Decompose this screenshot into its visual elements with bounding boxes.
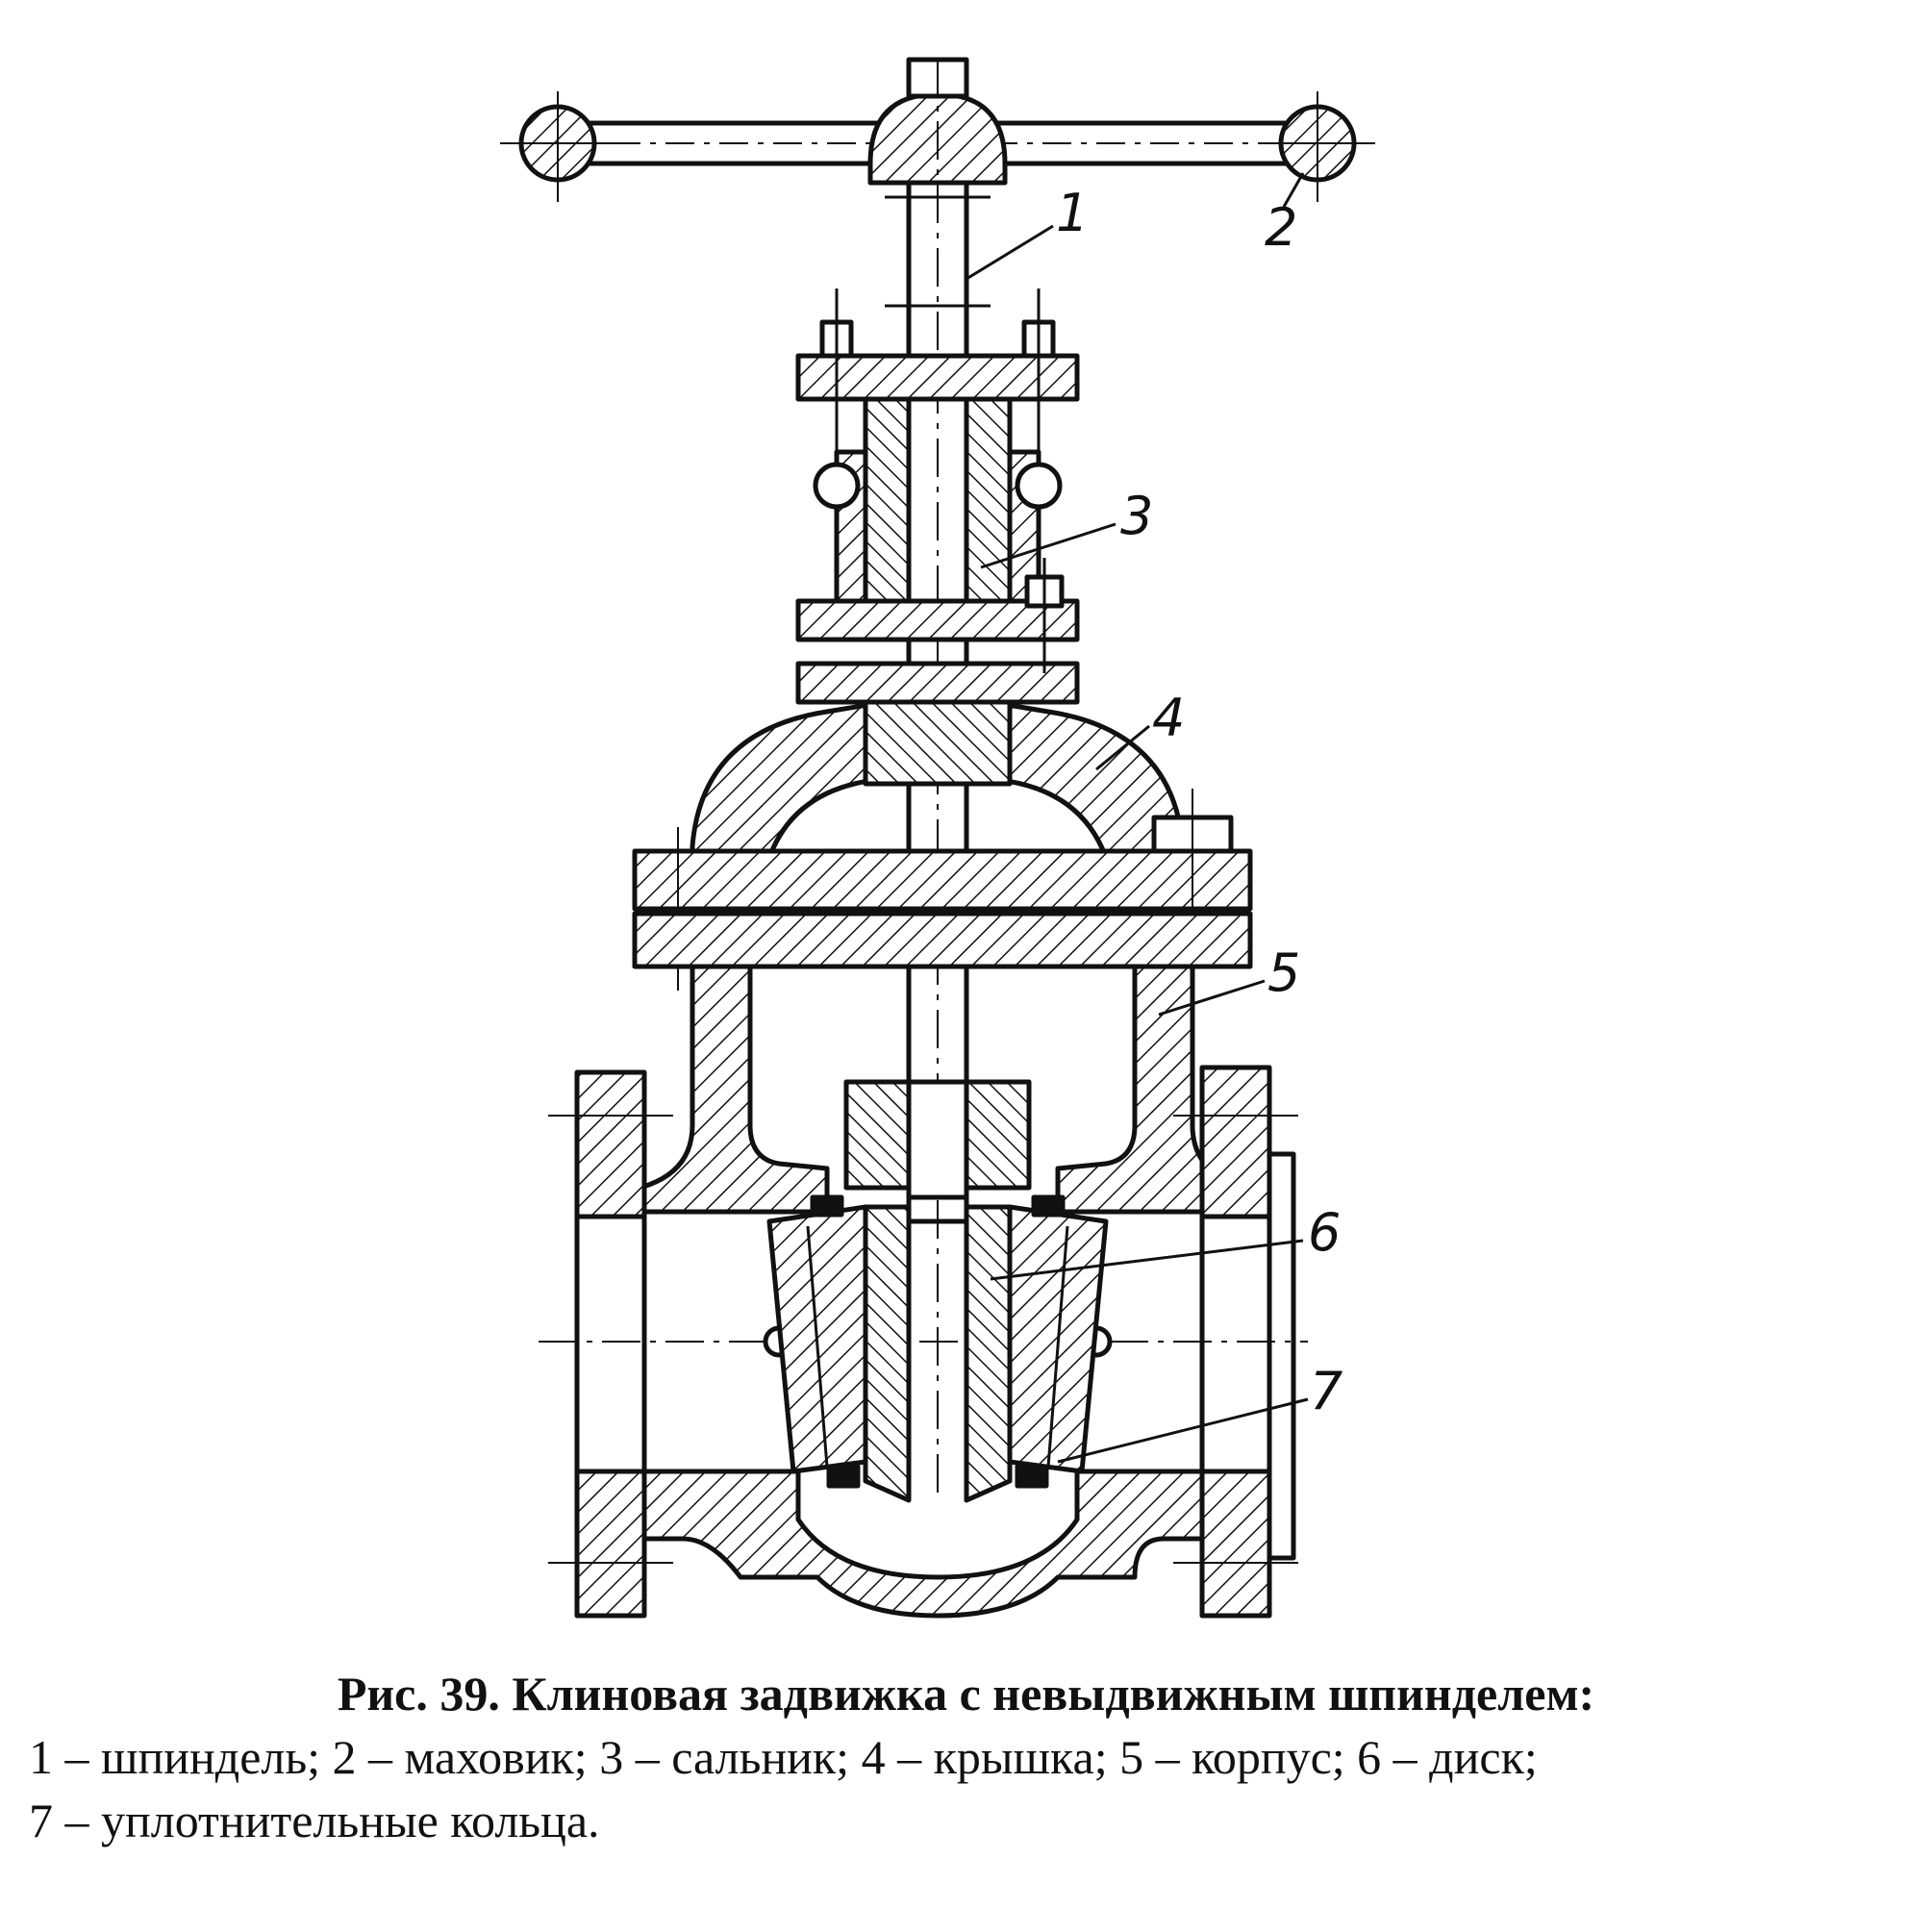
callout-6: 6 (1308, 1202, 1341, 1263)
callout-7: 7 (1310, 1361, 1342, 1421)
callout-5: 5 (1267, 942, 1300, 1003)
sealing-rings (810, 1194, 1066, 1489)
caption-legend-line-2: 7 – уплотнительные кольца. (29, 1794, 600, 1847)
callout-2: 2 (1265, 197, 1297, 258)
bonnet (632, 699, 1253, 991)
callout-1: 1 (1056, 183, 1089, 243)
caption-legend-line-1: 1 – шпиндель; 2 – маховик; 3 – сальник; … (29, 1730, 1538, 1784)
callout-4: 4 (1152, 688, 1185, 748)
leader-lines (966, 172, 1309, 1464)
caption-title: Рис. 39. Клиновая задвижка с невыдвижным… (337, 1667, 1595, 1721)
gland (795, 289, 1080, 705)
figure-caption: Рис. 39. Клиновая задвижка с невыдвижным… (0, 1662, 1932, 1852)
callout-3: 3 (1120, 486, 1153, 546)
gate-valve-drawing: 1 2 3 4 5 6 7 (500, 57, 1375, 1619)
